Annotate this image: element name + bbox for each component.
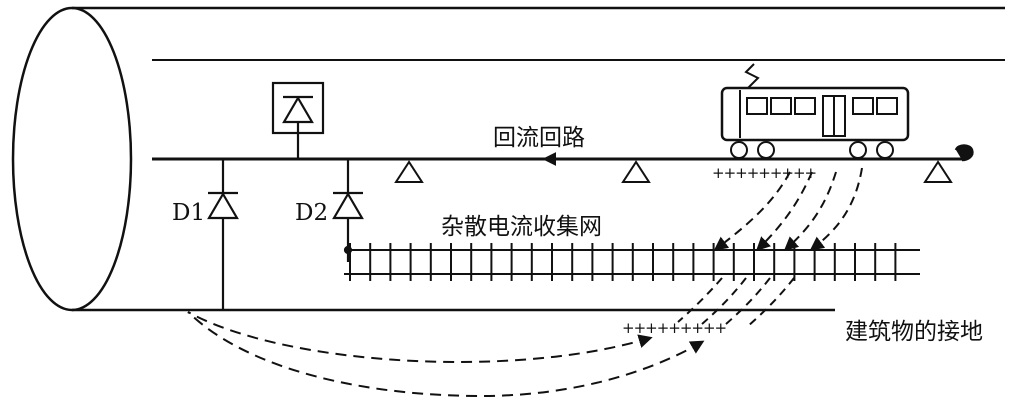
return-arc-inner xyxy=(187,311,653,364)
train-window-5 xyxy=(876,97,898,115)
train-window-1 xyxy=(746,97,768,115)
d2-triangle xyxy=(332,191,364,220)
return-circuit-label: 回流回路 xyxy=(493,125,585,151)
train-wheel-2 xyxy=(757,141,775,159)
flow-line-1 xyxy=(713,171,791,251)
ground-flow-4 xyxy=(747,277,795,327)
train-charge-marks: +++++++++ xyxy=(712,164,816,182)
d1-triangle xyxy=(207,191,239,220)
collection-net xyxy=(344,243,920,281)
flow-line-4 xyxy=(809,167,863,251)
rail-support-3 xyxy=(923,160,953,183)
ground-flow-2 xyxy=(701,277,747,325)
flow-line-3 xyxy=(783,171,837,251)
ground-charge-marks: +++++++++ xyxy=(622,319,726,337)
flow-line-2 xyxy=(755,171,813,251)
pantograph xyxy=(744,63,760,89)
stray-current-flow-upper xyxy=(713,167,863,251)
stray-current-flow-lower xyxy=(677,277,795,327)
train xyxy=(720,63,910,159)
train-window-3 xyxy=(794,97,816,115)
diode-d2-label: D2 xyxy=(295,200,328,226)
boxed-diode-triangle xyxy=(282,95,314,124)
tunnel xyxy=(11,6,1005,312)
train-wheel-1 xyxy=(730,141,748,159)
return-arc-outer xyxy=(187,311,705,398)
boxed-diode xyxy=(271,81,325,159)
return-arcs xyxy=(187,311,705,398)
train-window-4 xyxy=(852,97,874,115)
tunnel-end-ellipse xyxy=(11,6,133,312)
train-wheel-4 xyxy=(876,141,894,159)
rail-end-stop xyxy=(954,144,974,162)
diode-d1 xyxy=(207,159,239,310)
train-wheel-3 xyxy=(849,141,867,159)
ground-flow-1 xyxy=(677,277,723,323)
rail-support-1 xyxy=(394,160,424,183)
diode-d2 xyxy=(332,159,364,262)
building-grounding-label: 建筑物的接地 xyxy=(845,319,983,345)
ground-flow-3 xyxy=(725,277,771,325)
diode-d1-label: D1 xyxy=(172,200,205,226)
return-rail xyxy=(152,144,974,183)
collection-net-label: 杂散电流收集网 xyxy=(441,214,602,240)
rail-support-2 xyxy=(621,160,651,183)
train-window-2 xyxy=(770,97,792,115)
